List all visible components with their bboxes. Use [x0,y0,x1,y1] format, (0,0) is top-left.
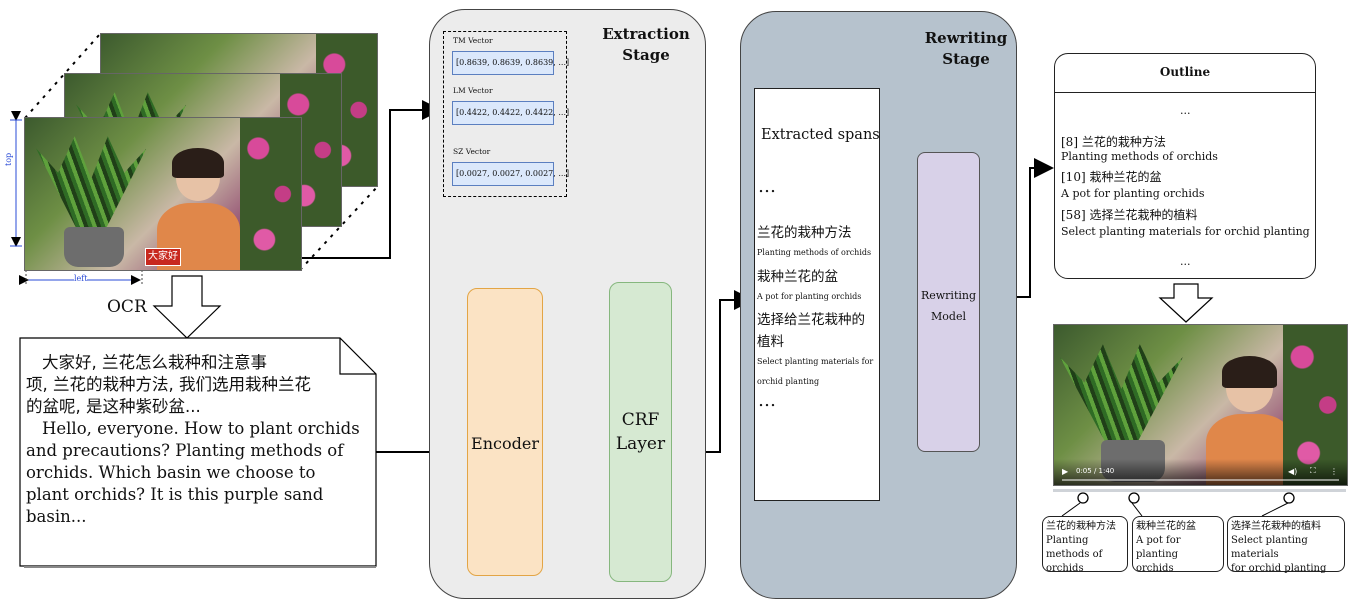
span-en: orchid planting [757,377,820,386]
callout-en: orchids [1136,563,1174,574]
outline-item: [58] 选择兰花栽种的植料 [1061,206,1197,223]
callout-cn: 兰花的栽种方法 [1046,521,1116,532]
outline-item-cn: 选择兰花栽种的植料 [1089,208,1198,222]
callout-box: 栽种兰花的盆 A pot for planting orchids [1132,516,1224,574]
outline-item: [8] 兰花的栽种方法 [1061,133,1166,150]
stack-dotted-line [299,185,379,271]
span-cn: 兰花的栽种方法 [757,225,852,241]
player-time: 0:05 / 1:40 [1076,467,1115,475]
tm-vector-name: TM Vector [453,36,493,45]
video-frame-front [24,117,302,271]
stack-dotted-line [24,33,101,119]
span-cn: 栽种兰花的盆 [757,269,838,285]
span-en: Select planting materials for [757,357,874,366]
spans-ellipsis-top: … [758,176,776,197]
ocr-cn-line: 大家好, 兰花怎么栽种和注意事 [42,353,267,372]
vector-group [443,31,567,197]
ocr-down-arrow [152,275,222,339]
timeline-bar [1053,489,1346,492]
ocr-text: 大家好, 兰花怎么栽种和注意事 项, 兰花的栽种方法, 我们选用栽种兰花 的盆呢… [26,352,366,528]
callout-box: 兰花的栽种方法 Planting methods of orchids [1042,516,1128,574]
outline-item-en: Select planting materials for orchid pla… [1061,225,1310,238]
callout-cn: 选择兰花栽种的植料 [1231,521,1321,532]
span-cn: 选择给兰花栽种的 [757,312,865,328]
player-progress-track[interactable] [1062,479,1339,481]
encoder-label: Encoder [471,434,539,453]
span-en: A pot for planting orchids [757,292,862,301]
extracted-spans-box [754,88,880,501]
left-label: left [74,274,88,283]
callout-en: for orchid planting [1231,563,1327,574]
ocr-en-line: orchids. Which basin we choose to [26,463,316,482]
top-label: top [4,152,13,166]
span-cn: 植料 [757,334,784,350]
lm-vector-value: [0.4422, 0.4422, 0.4422, ...] [452,101,569,125]
span-en: Planting methods of orchids [757,248,872,257]
outline-divider [1054,92,1316,93]
rewriting-model-block [917,152,980,452]
outline-item-cn: 兰花的栽种方法 [1081,135,1166,149]
ocr-en-line: Hello, everyone. How to plant orchids [42,419,360,438]
more-options-icon[interactable]: ⋮ [1330,467,1338,476]
output-video-player[interactable]: ▶ 0:05 / 1:40 ◀) ⛶ ⋮ [1053,324,1348,486]
sz-vector-value: [0.0027, 0.0027, 0.0027, ...] [452,162,569,186]
ocr-en-line: and precautions? Planting methods of [26,441,344,460]
sz-vector-name: SZ Vector [453,147,491,156]
outline-ellipsis-top: ... [1180,104,1191,117]
ocr-en-line: plant orchids? It is this purple sand [26,485,324,504]
timeline-marker [1077,492,1089,504]
callout-box: 选择兰花栽种的植料 Select planting materials for … [1227,516,1345,574]
extracted-spans-title: Extracted spans [761,127,880,143]
ocr-note-shape [19,337,377,568]
outline-down-arrow [1158,283,1214,323]
outline-ellipsis-bottom: ... [1180,255,1191,268]
callout-cn: 栽种兰花的盆 [1136,521,1196,532]
encoder-block [467,288,543,576]
play-icon[interactable]: ▶ [1062,467,1069,476]
outline-box [1054,53,1316,279]
outline-item-en: A pot for planting orchids [1061,187,1205,200]
outline-item: [10] 栽种兰花的盆 [1061,168,1161,185]
outline-item-index: [8] [1061,135,1078,149]
subtitle-tag: 大家好 [145,248,181,266]
callout-en: A pot for planting [1136,535,1181,560]
outline-item-index: [10] [1061,170,1086,184]
ocr-cn-line: 的盆呢, 是这种紫砂盆... [26,397,201,416]
outline-title: Outline [1159,65,1211,79]
crf-layer-block [609,282,672,582]
volume-icon[interactable]: ◀) [1288,467,1298,476]
callout-en: Select planting materials [1231,535,1308,560]
callout-en: orchids [1046,563,1084,574]
ocr-label: OCR [107,297,147,317]
tm-vector-value: [0.8639, 0.8639, 0.8639, ...] [452,51,569,75]
outline-item-cn: 栽种兰花的盆 [1089,170,1162,184]
spans-ellipsis-bottom: … [758,390,776,411]
ocr-en-line: basin... [26,507,87,526]
timeline-marker [1283,492,1295,504]
fullscreen-icon[interactable]: ⛶ [1310,466,1316,475]
lm-vector-name: LM Vector [453,86,493,95]
outline-item-index: [58] [1061,208,1086,222]
outline-item-en: Planting methods of orchids [1061,150,1218,163]
ocr-cn-line: 项, 兰花的栽种方法, 我们选用栽种兰花 [26,375,311,394]
callout-en: Planting methods of [1046,535,1103,560]
timeline-marker [1128,492,1140,504]
